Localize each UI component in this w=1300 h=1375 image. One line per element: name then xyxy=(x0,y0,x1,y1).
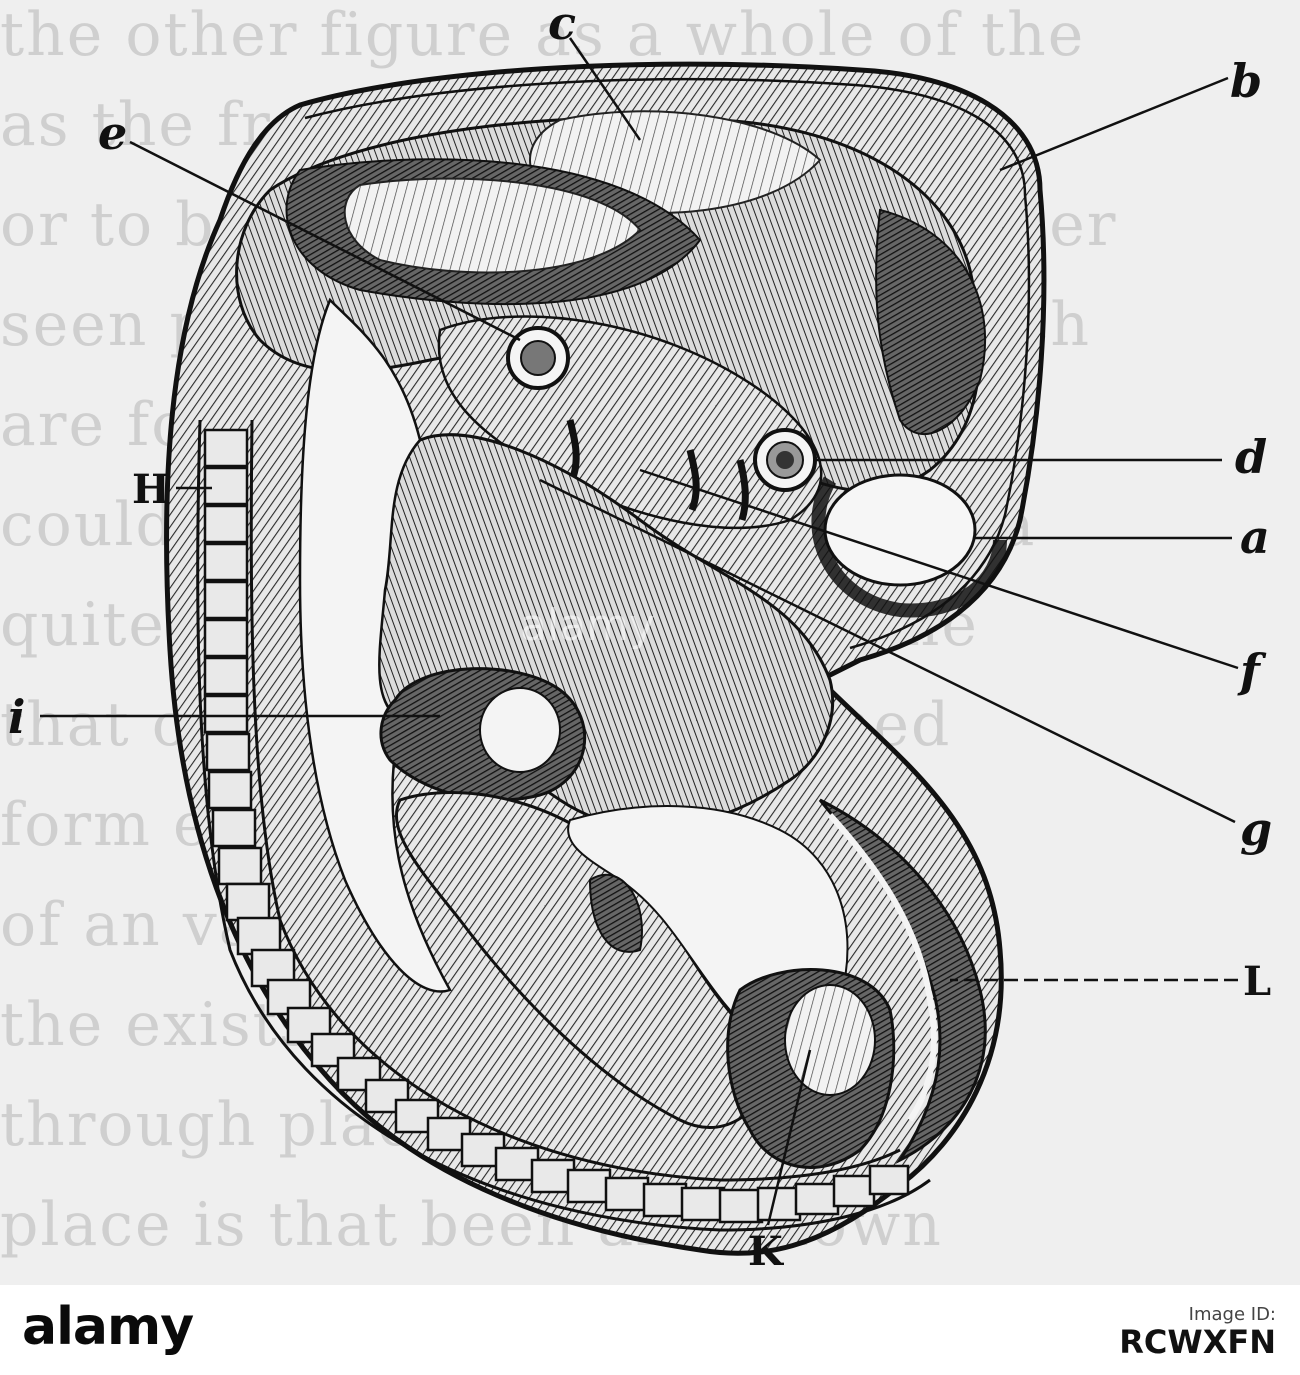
label-e: e xyxy=(98,106,128,160)
label-k: K xyxy=(748,1228,783,1275)
label-d: d xyxy=(1235,430,1268,484)
image-id-block: Image ID: RCWXFN xyxy=(1119,1305,1276,1360)
label-i: i xyxy=(8,690,26,744)
label-a: a xyxy=(1240,510,1270,564)
alamy-logo: alamy xyxy=(22,1297,194,1357)
label-c: c xyxy=(548,0,577,50)
embryo-drawing: alamy xyxy=(40,37,1239,1256)
embryo-illustration: the other figure as a whole of the as th… xyxy=(0,0,1300,1285)
image-id-value: RCWXFN xyxy=(1119,1322,1276,1361)
label-g: g xyxy=(1240,802,1273,856)
structure-a xyxy=(823,473,977,587)
image-id-label: Image ID: xyxy=(1188,1304,1276,1325)
label-b: b xyxy=(1230,54,1263,108)
label-l: L xyxy=(1243,958,1272,1005)
label-h: H xyxy=(132,466,170,513)
somite-column-h xyxy=(203,428,910,1224)
stock-footer: alamy Image ID: RCWXFN xyxy=(0,1285,1300,1375)
leader-lines xyxy=(40,37,1239,1226)
watermark-text: alamy xyxy=(520,600,655,651)
label-f: f xyxy=(1240,644,1260,698)
background-text: the other figure as a whole of the xyxy=(0,0,1086,70)
